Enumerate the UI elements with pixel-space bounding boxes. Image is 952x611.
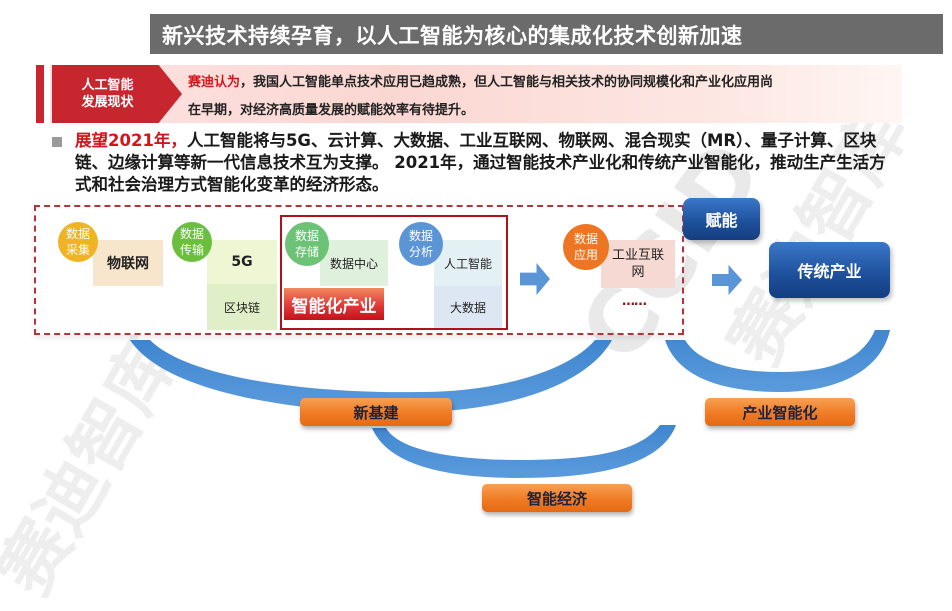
outlook-text: 人工智能将与5G、云计算、大数据、工业互联网、物联网、混合现实（MR）、量子计算…: [75, 131, 886, 194]
circle-data-storage-label: 数据存储: [294, 229, 319, 259]
title-bar: [150, 14, 943, 54]
circle-data-analysis-label: 数据分析: [408, 229, 433, 259]
status-band-label-line2: 发展现状: [81, 95, 134, 110]
circle-data-application-label: 数据应用: [573, 232, 598, 262]
smart-industry-label: 智能化产业: [284, 288, 384, 320]
circle-data-transmission: 数据传输: [172, 222, 212, 262]
circle-data-analysis: 数据分析: [399, 222, 443, 266]
tile-data-center: 数据中心: [320, 240, 388, 286]
outlook-highlight: 展望2021年，: [75, 131, 187, 150]
connector-arcs: [130, 330, 890, 478]
tile-industrial-internet-label: 工业互联网: [612, 248, 665, 280]
empower-box: 赋能: [683, 198, 760, 240]
tile-iot: 物联网: [93, 240, 163, 286]
status-band: [50, 65, 902, 123]
status-band-label: 人工智能 发展现状: [60, 77, 155, 111]
industrial-intelligence-label: 产业智能化: [705, 398, 855, 426]
traditional-industry-box: 传统产业: [769, 242, 890, 298]
tile-blockchain: 区块链: [207, 284, 277, 330]
tile-ai: 人工智能: [434, 240, 502, 286]
circle-data-storage: 数据存储: [285, 222, 329, 266]
circle-data-collection-label: 数据采集: [65, 227, 90, 257]
tile-big-data: 大数据: [434, 286, 502, 328]
outlook-paragraph: 展望2021年，人工智能将与5G、云计算、大数据、工业互联网、物联网、混合现实（…: [75, 130, 895, 196]
circle-data-transmission-label: 数据传输: [179, 227, 204, 257]
status-band-line1-rest: ，我国人工智能单点技术应用已趋成熟，但人工智能与相关技术的协同规模化和产业化应用…: [240, 75, 774, 90]
status-band-highlight: 赛迪认为: [188, 75, 241, 90]
circle-data-collection: 数据采集: [58, 222, 98, 262]
smart-economy-label: 智能经济: [482, 484, 632, 512]
tile-industrial-internet: 工业互联网: [601, 240, 675, 288]
status-band-label-line1: 人工智能: [81, 78, 134, 93]
smart-industry-frame: [280, 215, 508, 330]
band-accent-bar: [36, 65, 44, 123]
page-title: 新兴技术持续孕育，以人工智能为核心的集成化技术创新加速: [162, 24, 743, 48]
status-band-label-arrow: [52, 65, 182, 123]
status-band-text-line2: 在早期，对经济高质量发展的赋能效率有待提升。: [188, 103, 475, 118]
circle-data-application: 数据应用: [563, 224, 609, 270]
tile-5g: 5G: [207, 240, 277, 284]
bullet-square-icon: [52, 137, 62, 147]
status-band-text-line1: 赛迪认为，我国人工智能单点技术应用已趋成熟，但人工智能与相关技术的协同规模化和产…: [188, 71, 773, 90]
data-chain-region: [34, 205, 684, 335]
new-infrastructure-label: 新基建: [300, 398, 452, 426]
more-ellipsis: ……: [622, 294, 647, 309]
